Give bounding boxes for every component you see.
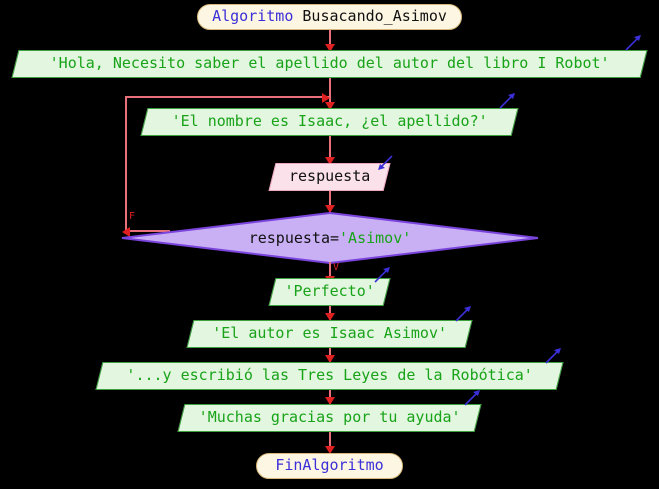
end-terminator[interactable]: FinAlgoritmo (256, 453, 403, 479)
arrowhead-decision (325, 205, 335, 213)
start-keyword: Algoritmo (212, 7, 294, 25)
end-label: FinAlgoritmo (275, 456, 384, 474)
connector-out2-to-in1 (329, 136, 331, 164)
connector-start-to-out1 (329, 30, 331, 50)
branch-label-true: V (333, 262, 340, 273)
arrowhead-out2 (325, 102, 335, 110)
branch-label-false: F (129, 211, 136, 222)
loopback-horizontal-bottom (125, 230, 170, 232)
input-node-respuesta-label: respuesta (288, 167, 371, 185)
loopback-arrowhead (322, 92, 330, 103)
arrowhead-out1 (325, 44, 335, 52)
input-node-respuesta[interactable]: respuesta (268, 163, 391, 191)
arrowhead-in1 (325, 157, 335, 165)
start-name: Busacando_Asimov (302, 7, 447, 25)
output-node-out3[interactable]: 'Perfecto' (268, 278, 391, 306)
loopback-entry-arrowhead (122, 226, 130, 237)
arrowhead-out4 (325, 313, 335, 321)
output-node-out6[interactable]: 'Muchas gracias por tu ayuda' (177, 404, 482, 432)
connector-decision-to-out3 (329, 262, 331, 284)
connector-out6-to-end (329, 432, 331, 452)
output-node-out2[interactable]: 'El nombre es Isaac, ¿el apellido?' (140, 108, 519, 136)
output-node-out4-label: 'El autor es Isaac Asimov' (212, 324, 448, 342)
output-node-out4[interactable]: 'El autor es Isaac Asimov' (186, 320, 473, 348)
output-node-out2-label: 'El nombre es Isaac, ¿el apellido?' (171, 112, 488, 130)
output-node-out3-label: 'Perfecto' (284, 282, 375, 300)
decision-node-respuesta-asimov[interactable]: respuesta='Asimov' (120, 212, 540, 264)
arrowhead-out6 (325, 397, 335, 405)
arrowhead-out5 (325, 355, 335, 363)
output-node-out5-label: '...y escribió las Tres Leyes de la Robó… (126, 366, 533, 384)
loopback-horizontal-top (125, 96, 330, 98)
start-terminator[interactable]: Algoritmo Busacando_Asimov (197, 4, 462, 30)
output-node-out6-label: 'Muchas gracias por tu ayuda' (198, 408, 461, 426)
arrowhead-end (325, 446, 335, 454)
loopback-vertical (125, 96, 127, 231)
connector-in1-to-decision (329, 191, 331, 213)
output-node-out1-label: 'Hola, Necesito saber el apellido del au… (49, 54, 610, 72)
output-node-out1[interactable]: 'Hola, Necesito saber el apellido del au… (11, 50, 648, 78)
output-node-out5[interactable]: '...y escribió las Tres Leyes de la Robó… (95, 362, 564, 390)
